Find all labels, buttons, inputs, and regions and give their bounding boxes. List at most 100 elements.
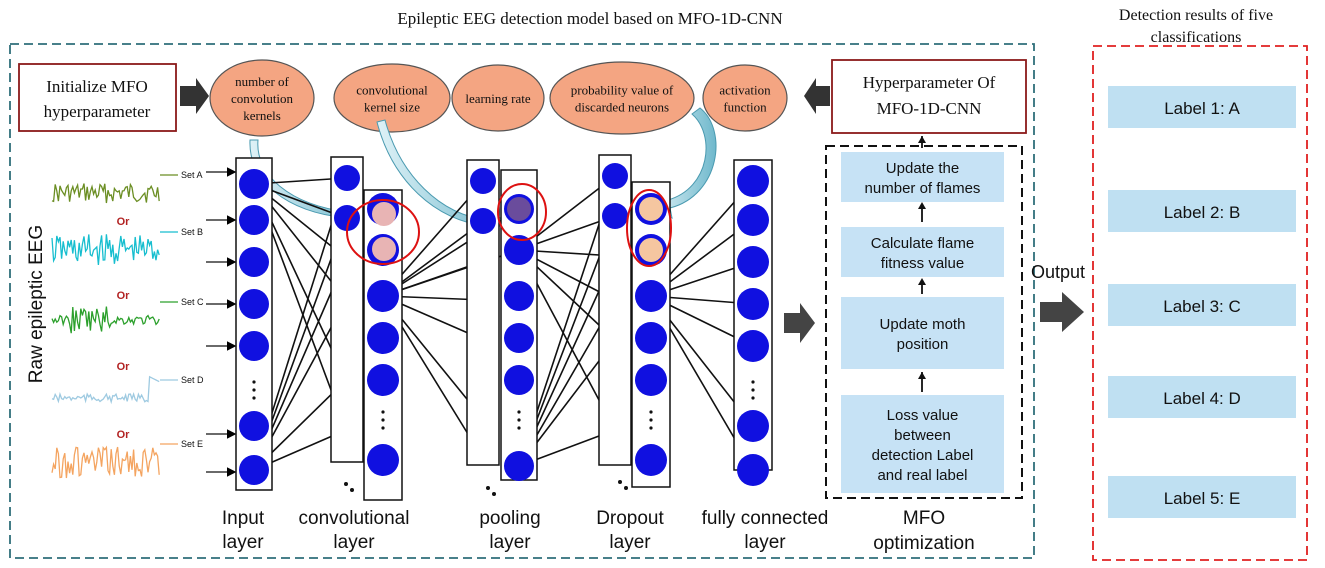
mfo-step-label: Update moth [880,316,966,333]
raw-eeg-label: Raw epileptic EEG [26,225,47,383]
mfo-step-label: detection Label [872,447,974,464]
layer-label: Dropout [596,508,664,529]
main-title: Epileptic EEG detection model based on M… [397,9,782,28]
highlight-ring [346,199,420,265]
layer-column-pool [500,169,538,481]
ellipsis-dot [649,426,653,430]
mfo-step-label: between [894,427,951,444]
neuron-node-highlighted [639,197,663,221]
ellipse-label: probability value of [571,83,674,98]
neuron-node [602,203,628,229]
neuron-node [367,444,399,476]
arrow-head [918,278,926,285]
neuron-node [635,322,667,354]
or-label: Or [117,216,131,228]
neuron-node-highlighted [507,197,531,221]
neuron-node [239,247,269,277]
layer-column-input [235,157,273,491]
arrow-head [918,372,926,379]
layer-label: Input [222,508,265,529]
ellipsis-dot [381,418,385,422]
ellipse-label: number of [235,74,289,89]
ellipse-label: kernels [243,108,281,123]
init-mfo-label-line1: Initialize MFO [46,77,148,96]
result-label: Label 4: D [1163,389,1241,408]
ellipse-label: convolution [231,91,294,106]
hyperparameter-ellipses: number of convolution kernels convolutional… [209,59,788,137]
layer-column-drop [631,181,671,488]
neuron-node [737,288,769,320]
result-box [1108,284,1296,326]
or-label: Or [117,290,131,302]
layer-column-pool-back [466,159,500,466]
ellipsis-dot [751,396,755,400]
network-to-mfo-arrow [784,303,815,343]
neuron-node [635,280,667,312]
eeg-set-label: Set C [181,297,204,307]
ellipse-label: kernel size [364,100,420,115]
neuron-node [367,364,399,396]
result-label: Label 5: E [1164,489,1241,508]
neuron-node [239,411,269,441]
mfo-step-label: fitness value [881,255,964,272]
layer-box [466,159,500,466]
neuron-node [504,365,534,395]
ellipsis-dot [350,488,354,492]
eeg-set-label: Set E [181,439,203,449]
neuron-node-highlighted [372,237,396,261]
neuron-node [737,330,769,362]
neuron-node [737,204,769,236]
mfo-step-box [841,152,1004,202]
ellipsis-dot [751,388,755,392]
mfo-step-label: position [897,336,949,353]
mfo-label-line1: MFO [903,508,945,529]
neuron-node [504,281,534,311]
neuron-node [239,455,269,485]
results-container [1092,45,1308,561]
eeg-set-label: Set A [181,170,203,180]
ellipsis-dot [517,418,521,422]
neuron-node [239,205,269,235]
neuron-node [635,444,667,476]
layer-box [330,156,364,463]
hyperparameter-ellipse [549,61,695,135]
hyperparameter-ellipse [702,64,788,132]
init-mfo-box [18,63,177,132]
output-label: Output [1031,262,1085,282]
layer-column-conv [363,189,403,501]
ellipse-label: discarded neurons [575,100,669,115]
mfo-step-label: Loss value [887,407,959,424]
ellipsis-dot [252,388,256,392]
mfo-step-label: and real label [877,467,967,484]
mfo-optimization-box [825,145,1023,499]
ellipsis-dot [618,480,622,484]
ellipsis-dot [751,380,755,384]
mfo-step-label: number of flames [865,180,981,197]
neuron-node [470,208,496,234]
ellipsis-dot [381,410,385,414]
neuron-node [470,168,496,194]
result-label: Label 2: B [1164,203,1241,222]
layer-label: layer [744,532,786,553]
arrow-head [918,136,926,143]
neuron-node [239,169,269,199]
ellipse-label: convolutional [356,83,428,98]
layer-column-drop-back [598,154,632,466]
ellipsis-dot [649,418,653,422]
layer-column-conv-back [330,156,364,463]
neuron-node [602,163,628,189]
mfo-step-box [841,395,1004,493]
neuron-node [367,280,399,312]
neuron-node [239,289,269,319]
network-layers [235,154,773,501]
neuron-node [504,323,534,353]
neuron-node [239,331,269,361]
ellipse-label: activation [719,83,771,98]
result-label: Label 1: A [1164,99,1240,118]
neuron-node [334,205,360,231]
hyperparameter-label-line1: Hyperparameter Of [863,73,996,92]
neuron-node-highlighted [639,238,663,262]
hyperparameter-ellipse [209,59,315,137]
